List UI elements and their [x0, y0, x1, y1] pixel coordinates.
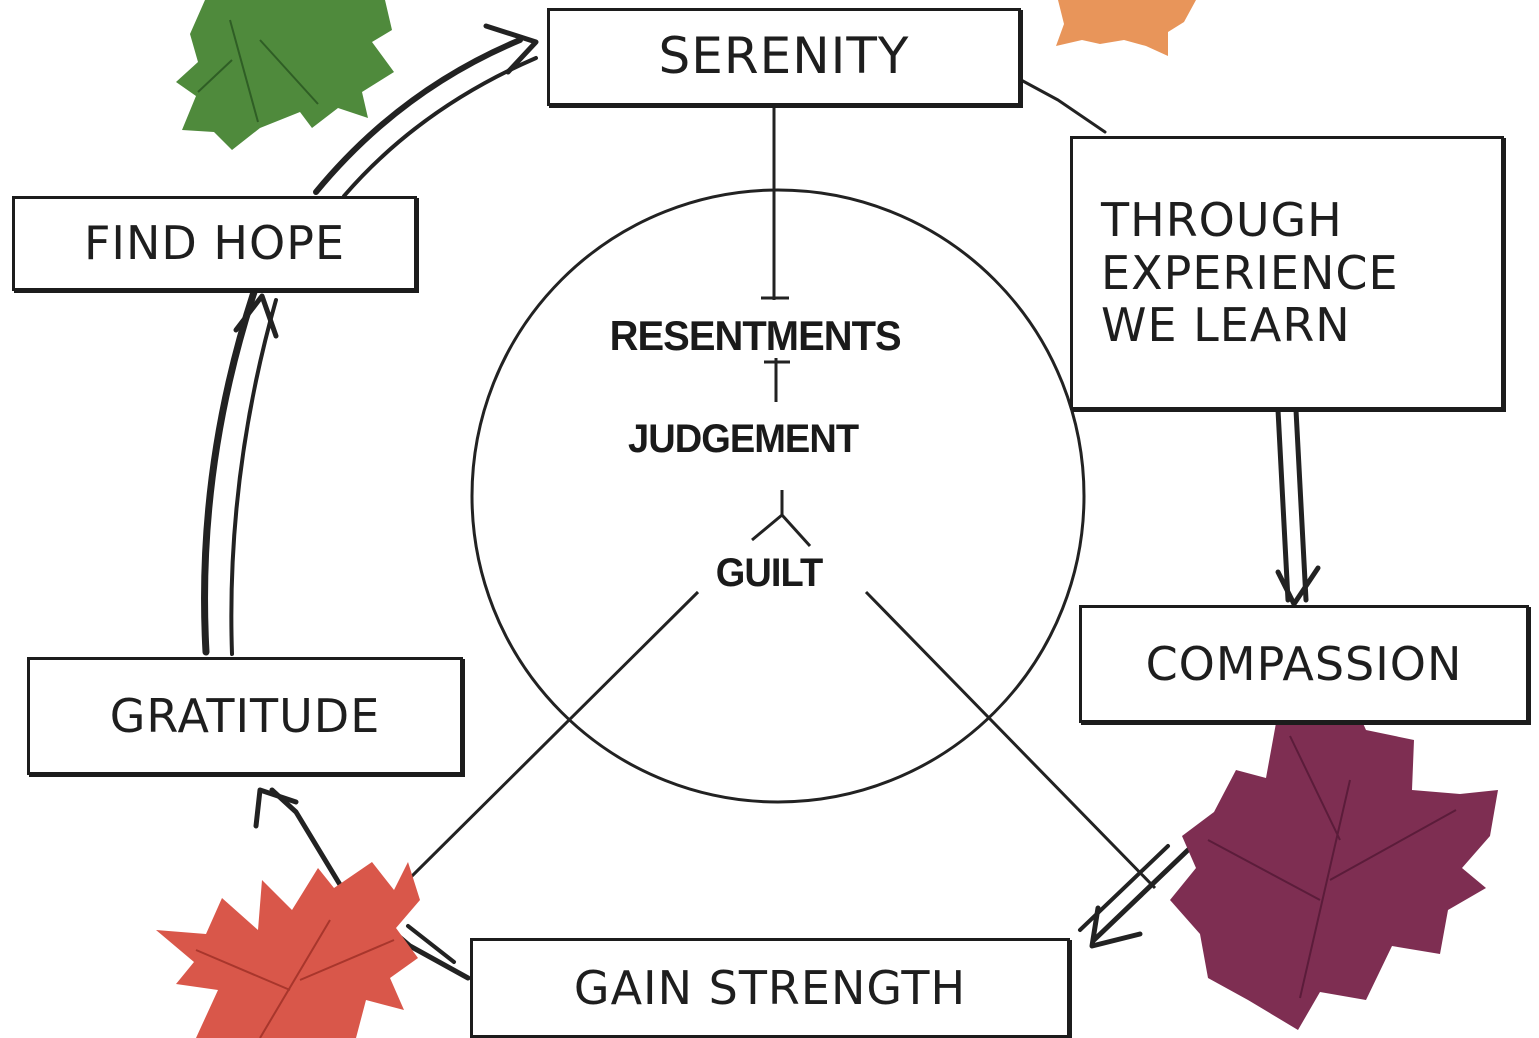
gain-strength-label: GAIN STRENGTH	[573, 960, 967, 1015]
find-hope-box: FIND HOPE	[12, 196, 417, 291]
gain-strength-box: GAIN STRENGTH	[470, 938, 1070, 1038]
judgement-label: JUDGEMENT	[628, 417, 859, 461]
red-maple-leaf	[156, 862, 420, 1038]
center-circle	[470, 188, 1086, 804]
center-circle-group	[408, 108, 1157, 890]
gratitude-label: GRATITUDE	[109, 688, 381, 743]
compassion-label: COMPASSION	[1145, 636, 1463, 691]
green-maple-leaf	[176, 0, 394, 150]
guilt-label: GUILT	[715, 551, 823, 595]
through-experience-line-2: EXPERIENCE	[1101, 245, 1399, 300]
orange-maple-leaf	[1056, 0, 1196, 56]
purple-maple-leaf	[1170, 690, 1498, 1030]
serenity-box: SERENITY	[547, 8, 1021, 106]
through-experience-box: THROUGH EXPERIENCE WE LEARN	[1070, 136, 1504, 410]
cycle-arrows	[201, 23, 1321, 981]
find-hope-label: FIND HOPE	[83, 216, 346, 271]
gratitude-box: GRATITUDE	[27, 657, 463, 775]
compassion-box: COMPASSION	[1079, 605, 1529, 723]
serenity-label: SERENITY	[658, 27, 910, 86]
through-experience-line-1: THROUGH	[1101, 192, 1343, 247]
through-experience-line-3: WE LEARN	[1101, 298, 1351, 353]
resentments-label: RESENTMENTS	[609, 312, 902, 359]
